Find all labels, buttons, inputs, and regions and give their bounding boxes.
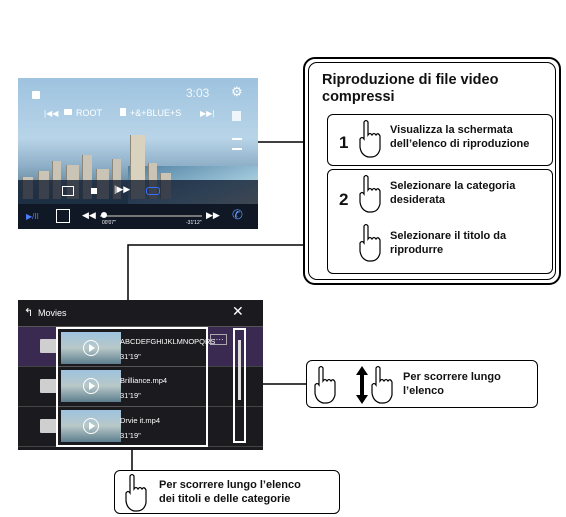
hand-tap-icon: [359, 119, 381, 158]
playback-controls: |▶▶: [18, 180, 258, 204]
clock: 3:03: [186, 86, 210, 100]
play-icon: [83, 340, 99, 356]
movie-list-screen: ↰ Movies ✕ ABCDEFGHIJKLMNOPQRS 31'19" Br…: [18, 300, 263, 450]
source-icon[interactable]: [32, 91, 40, 99]
folder-icon: [40, 379, 60, 393]
scroll-titles-text-line2: dei titoli e delle categorie: [159, 493, 291, 505]
previous-icon[interactable]: |◀◀: [44, 109, 59, 118]
play-pause-icon[interactable]: ▶/II: [26, 212, 39, 221]
display-icon[interactable]: [56, 209, 70, 223]
rewind-icon[interactable]: ◀◀: [82, 210, 96, 220]
more-options-button[interactable]: ····: [210, 334, 227, 345]
video-thumbnail: [61, 410, 121, 442]
box-title-line2: compressi: [322, 89, 395, 105]
step-2b-text-line1: Selezionare il titolo da: [390, 230, 507, 242]
mode-icon[interactable]: [232, 111, 241, 121]
scroll-titles-callout: Per scorrere lungo l’elenco dei titoli e…: [114, 470, 340, 514]
scroll-list-text-line1: Per scorrere lungo: [403, 371, 501, 383]
step-1: 1 Visualizza la schermata dell’elenco di…: [327, 114, 553, 166]
file-name[interactable]: Brilliance.mp4: [120, 376, 168, 385]
step-2a-text-line1: Selezionare la categoria: [390, 180, 516, 192]
close-icon[interactable]: ✕: [232, 303, 244, 319]
scroll-titles-text-line1: Per scorrere lungo l’elenco: [159, 479, 301, 491]
hand-swipe-icon: [371, 365, 393, 404]
back-arrow-icon[interactable]: ↰: [24, 307, 34, 319]
remaining-time: -31'12": [186, 220, 202, 226]
slow-forward-icon[interactable]: |▶▶: [114, 184, 131, 194]
folder-icon: [40, 419, 60, 433]
up-down-arrow-icon: [356, 366, 368, 404]
track-name: +&+BLUE+S: [130, 108, 182, 118]
hand-tap-icon: [314, 365, 336, 404]
file-name[interactable]: ABCDEFGHIJKLMNOPQRS: [120, 337, 216, 346]
progress-bar[interactable]: [100, 215, 202, 217]
video-thumbnail: [61, 332, 121, 364]
scrollbar[interactable]: [233, 328, 246, 443]
file-name[interactable]: Drvie it.mp4: [120, 416, 161, 425]
step-1-text-line1: Visualizza la schermata: [390, 124, 513, 136]
box-title-line1: Riproduzione di file video: [322, 72, 499, 88]
step-2a-text-line2: desiderata: [390, 194, 446, 206]
stop-icon[interactable]: [91, 188, 97, 194]
scrollbar-thumb[interactable]: [238, 340, 241, 400]
scroll-list-text-line2: l’elenco: [403, 385, 444, 397]
screen-icon[interactable]: [62, 186, 74, 196]
video-thumbnail: [61, 370, 121, 402]
instructions-box: Riproduzione di file video compressi 1 V…: [303, 57, 561, 285]
list-title: Movies: [38, 308, 67, 318]
hand-tap-icon: [125, 473, 147, 512]
file-duration: 31'19": [120, 352, 141, 361]
step-2-number: 2: [339, 190, 349, 209]
step-2: 2 Selezionare la categoria desiderata Se…: [327, 169, 553, 274]
scroll-list-callout: Per scorrere lungo l’elenco: [306, 360, 538, 408]
file-duration: 31'19": [120, 431, 141, 440]
folder-name: ROOT: [76, 108, 102, 118]
elapsed-time: 00'07": [102, 220, 116, 226]
step-2b-text-line2: riprodurre: [390, 244, 444, 256]
play-icon: [83, 418, 99, 434]
play-icon: [83, 378, 99, 394]
folder-icon: [40, 339, 60, 353]
list-icon[interactable]: [232, 138, 242, 150]
forward-icon[interactable]: ▶▶: [206, 210, 220, 220]
video-player-screen: |◀◀ ROOT +&+BLUE+S ▶▶| 3:03 ⚙ |▶▶ ▶/II ◀…: [18, 78, 258, 229]
next-icon[interactable]: ▶▶|: [200, 109, 215, 118]
hand-tap-icon: [359, 223, 381, 262]
hand-tap-icon: [359, 174, 381, 213]
phone-icon[interactable]: ✆: [232, 207, 243, 222]
repeat-icon[interactable]: [146, 187, 160, 195]
settings-icon[interactable]: ⚙: [231, 84, 243, 99]
folder-icon: [64, 109, 72, 115]
step-1-text-line2: dell’elenco di riproduzione: [390, 138, 530, 150]
file-icon: [120, 108, 126, 116]
file-duration: 31'19": [120, 391, 141, 400]
progress-knob[interactable]: [101, 212, 107, 218]
title-list[interactable]: ABCDEFGHIJKLMNOPQRS 31'19" Brilliance.mp…: [56, 327, 215, 447]
step-1-number: 1: [339, 133, 349, 152]
